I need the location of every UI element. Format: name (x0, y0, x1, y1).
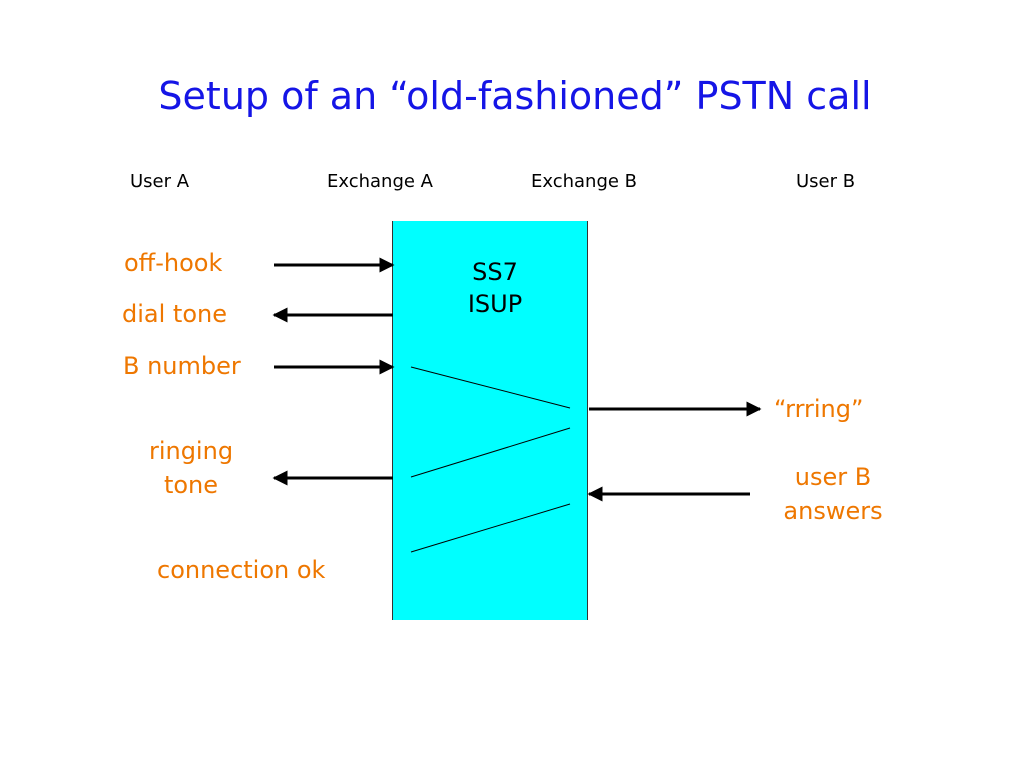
protocol-isup: ISUP (467, 290, 523, 318)
protocol-ss7: SS7 (472, 258, 518, 286)
column-exchange-b: Exchange B (531, 171, 638, 192)
label-off-hook: off-hook (124, 249, 223, 277)
label-rrring: “rrring” (774, 395, 864, 423)
label-tone: tone (163, 471, 219, 499)
label-answers: answers (783, 497, 883, 525)
label-connection-ok: connection ok (157, 556, 326, 584)
iam-message-line (410, 366, 571, 409)
column-user-a: User A (130, 171, 190, 192)
exchange-box (392, 221, 588, 620)
column-exchange-a: Exchange A (327, 171, 433, 192)
acm-message-line (410, 427, 571, 478)
label-ringing: ringing (148, 437, 234, 465)
label-b-number: B number (123, 352, 241, 380)
label-user-b: user B (794, 463, 872, 491)
column-user-b: User B (796, 171, 856, 192)
label-dial-tone: dial tone (122, 300, 227, 328)
anm-message-line (410, 503, 571, 553)
page-title: Setup of an “old-fashioned” PSTN call (158, 74, 872, 118)
